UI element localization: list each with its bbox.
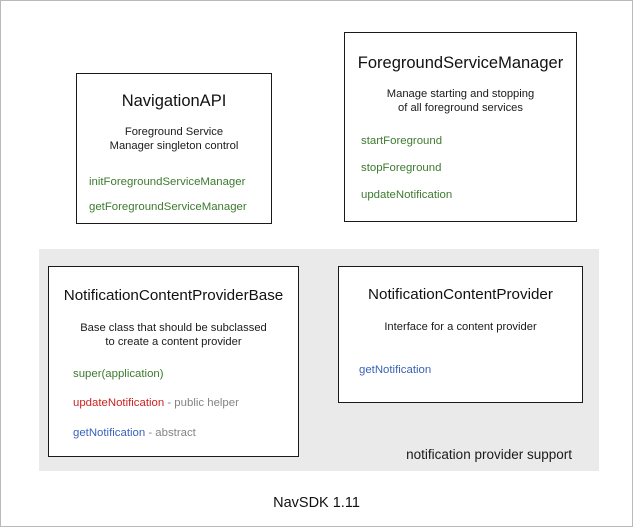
member-row: initForegroundServiceManager — [89, 176, 271, 189]
member-name: getNotification — [359, 364, 432, 377]
member-name: super(application) — [73, 368, 164, 381]
member-row: getForegroundServiceManager — [89, 201, 271, 214]
class-title-notification-content-provider: NotificationContentProvider — [368, 286, 553, 303]
member-row: updateNotification — [361, 189, 576, 202]
member-row: stopForeground — [361, 162, 576, 175]
class-box-notification-content-provider: NotificationContentProvider Interface fo… — [338, 266, 583, 403]
member-list-navigation-api: initForegroundServiceManager getForegrou… — [77, 176, 271, 226]
member-note: - public helper — [164, 397, 239, 410]
class-box-foreground-service-manager: ForegroundServiceManager Manage starting… — [344, 32, 577, 222]
class-box-navigation-api: NavigationAPI Foreground Service Manager… — [76, 73, 272, 224]
class-description-notification-content-provider-base: Base class that should be subclassed to … — [80, 321, 267, 349]
member-row: super(application) — [73, 368, 298, 381]
class-title-foreground-service-manager: ForegroundServiceManager — [357, 54, 564, 72]
member-list-foreground-service-manager: startForeground stopForeground updateNot… — [345, 135, 576, 216]
member-name: getNotification — [73, 426, 146, 439]
member-name: stopForeground — [361, 161, 442, 174]
member-note: - abstract — [145, 426, 196, 439]
class-description-notification-content-provider: Interface for a content provider — [384, 320, 537, 333]
member-name: initForegroundServiceManager — [89, 175, 246, 188]
member-name: updateNotification — [361, 189, 453, 202]
notification-provider-support-label: notification provider support — [406, 447, 572, 462]
class-description-navigation-api: Foreground Service Manager singleton con… — [109, 126, 239, 153]
member-list-notification-content-provider: getNotification — [339, 364, 582, 377]
member-row: getNotification — [359, 364, 582, 377]
member-row: getNotification - abstract — [73, 427, 298, 440]
class-title-navigation-api: NavigationAPI — [121, 92, 227, 110]
member-row: updateNotification - public helper — [73, 397, 298, 410]
class-title-notification-content-provider-base: NotificationContentProviderBase — [63, 287, 284, 304]
class-description-foreground-service-manager: Manage starting and stopping of all fore… — [386, 88, 535, 115]
member-name: startForeground — [361, 134, 443, 147]
member-row: startForeground — [361, 135, 576, 148]
member-name: getForegroundServiceManager — [89, 200, 247, 213]
class-box-notification-content-provider-base: NotificationContentProviderBase Base cla… — [48, 266, 299, 457]
member-name: updateNotification — [73, 397, 165, 410]
member-list-notification-content-provider-base: super(application) updateNotification - … — [49, 368, 298, 455]
footer-caption: NavSDK 1.11 — [273, 495, 360, 511]
